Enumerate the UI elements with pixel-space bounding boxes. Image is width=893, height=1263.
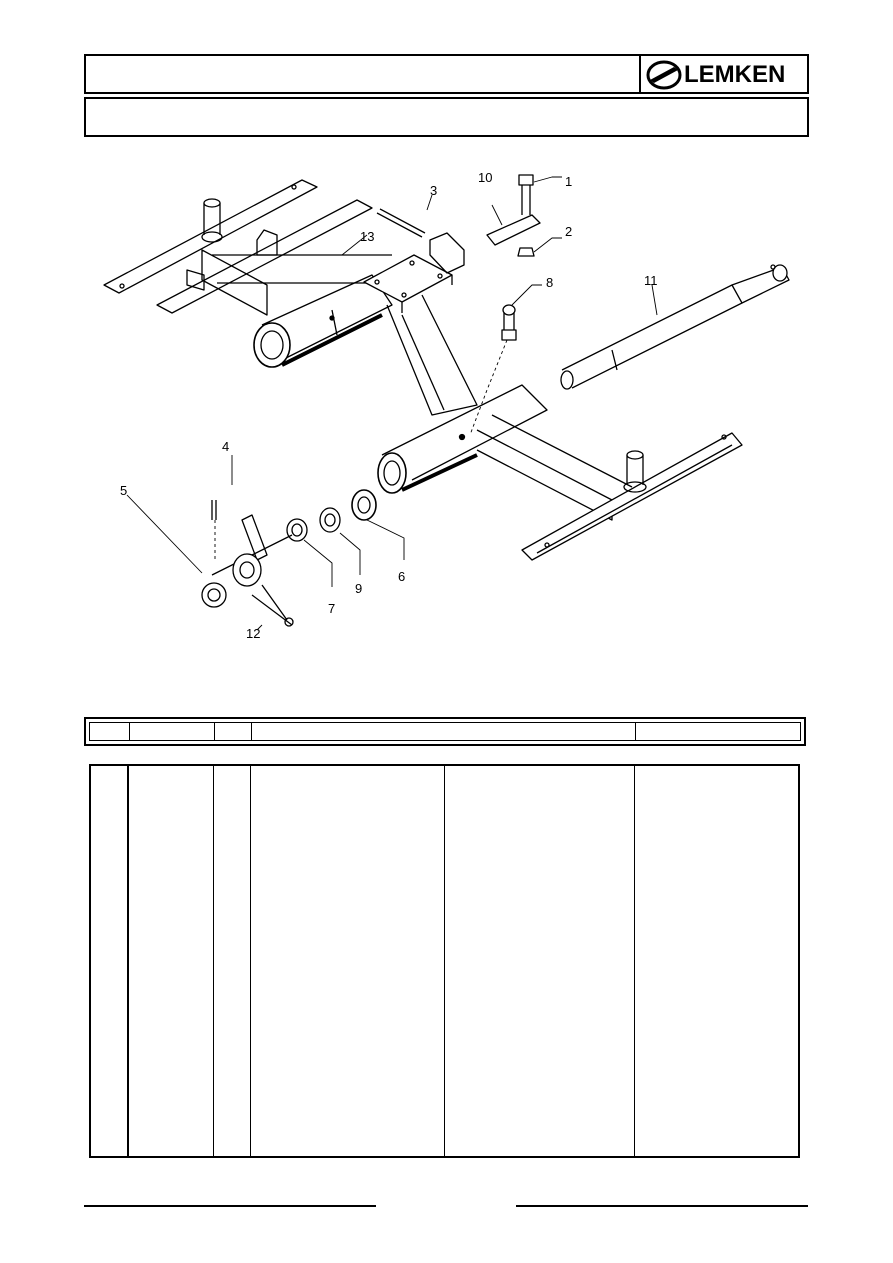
header-col-divider — [251, 723, 252, 740]
parts-table-header-inner — [89, 722, 801, 741]
body-col-divider — [444, 766, 445, 1156]
callout-5: 5 — [120, 483, 127, 498]
header-box: LEMKEN — [84, 54, 809, 94]
callout-8: 8 — [546, 275, 553, 290]
callout-7: 7 — [328, 601, 335, 616]
subheader-box — [84, 97, 809, 137]
header-col-divider — [214, 723, 215, 740]
parts-exploded-drawing: 1 2 3 4 5 6 7 8 9 10 11 12 13 — [103, 170, 790, 641]
callout-2: 2 — [565, 224, 572, 239]
footer-rule-right — [516, 1205, 808, 1207]
callout-1: 1 — [565, 174, 572, 189]
body-col-divider — [634, 766, 635, 1156]
callout-6: 6 — [398, 569, 405, 584]
parts-table-header — [84, 717, 806, 746]
body-col-divider — [250, 766, 251, 1156]
callout-9: 9 — [355, 581, 362, 596]
header-divider — [639, 56, 641, 92]
callout-10: 10 — [478, 170, 492, 185]
body-col-divider — [213, 766, 214, 1156]
footer-rule-left — [84, 1205, 376, 1207]
callout-3: 3 — [430, 183, 437, 198]
callout-4: 4 — [222, 439, 229, 454]
callout-12: 12 — [246, 626, 260, 641]
brand-name: LEMKEN — [684, 61, 786, 88]
body-col-divider — [127, 766, 129, 1156]
lemken-logo: LEMKEN — [644, 58, 806, 92]
parts-table-body — [89, 764, 800, 1158]
lemken-logo-icon — [646, 60, 682, 90]
callout-13: 13 — [360, 229, 374, 244]
callout-11: 11 — [644, 273, 658, 288]
header-col-divider — [129, 723, 130, 740]
header-col-divider — [635, 723, 636, 740]
